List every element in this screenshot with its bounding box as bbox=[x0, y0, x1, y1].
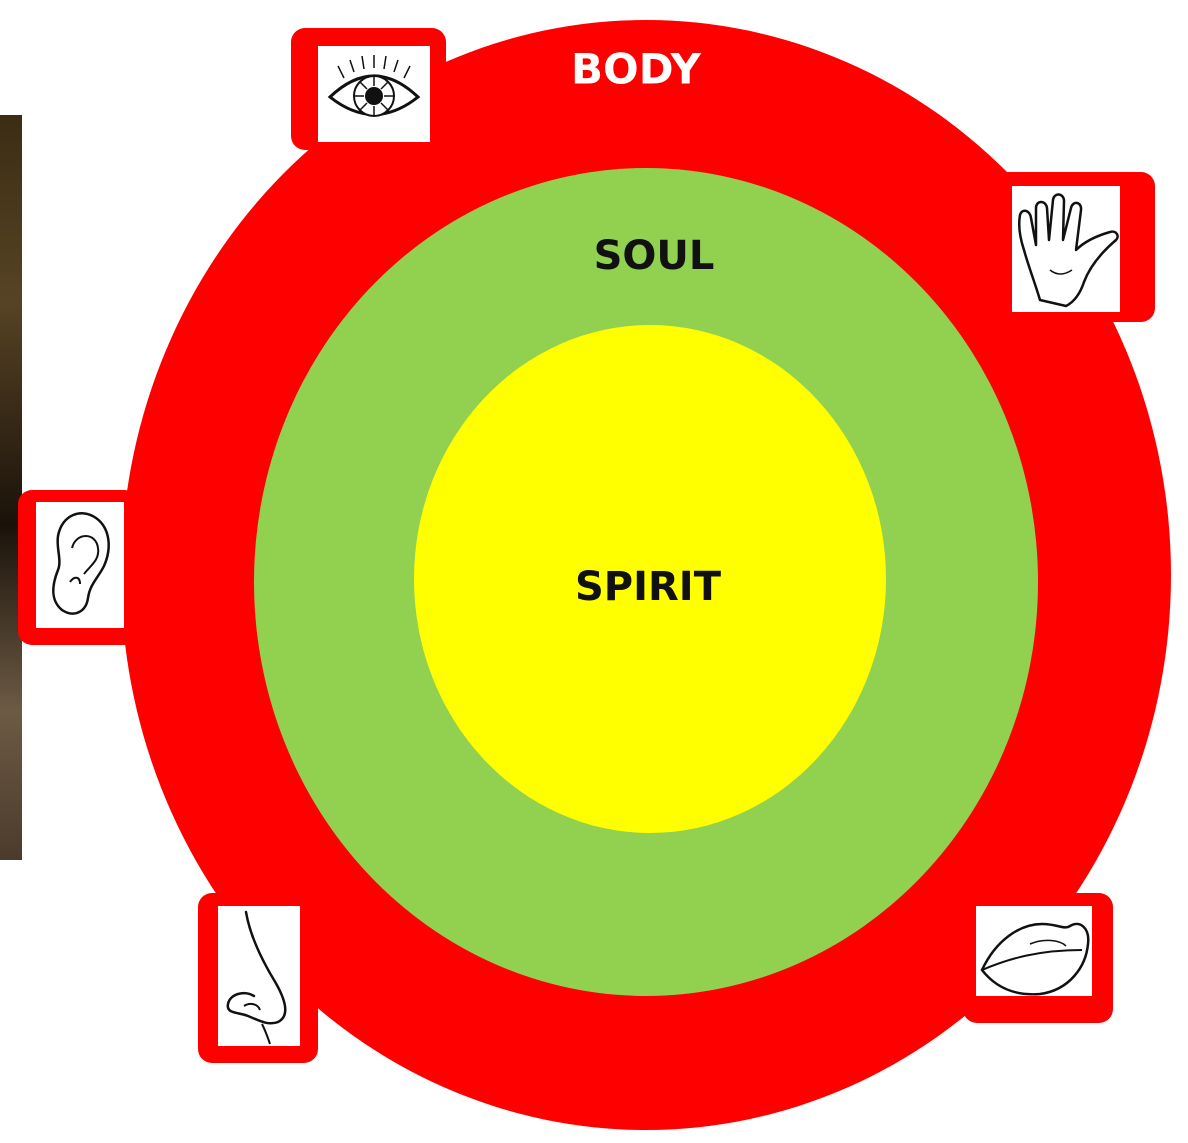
spirit-label: SPIRIT bbox=[575, 564, 722, 610]
eye-icon bbox=[318, 46, 430, 142]
soul-label: SOUL bbox=[594, 233, 715, 279]
body-label: BODY bbox=[571, 45, 702, 94]
hand-icon bbox=[1012, 186, 1120, 312]
lips-icon bbox=[976, 906, 1092, 996]
ear-icon bbox=[36, 502, 124, 628]
nose-icon bbox=[218, 906, 300, 1046]
